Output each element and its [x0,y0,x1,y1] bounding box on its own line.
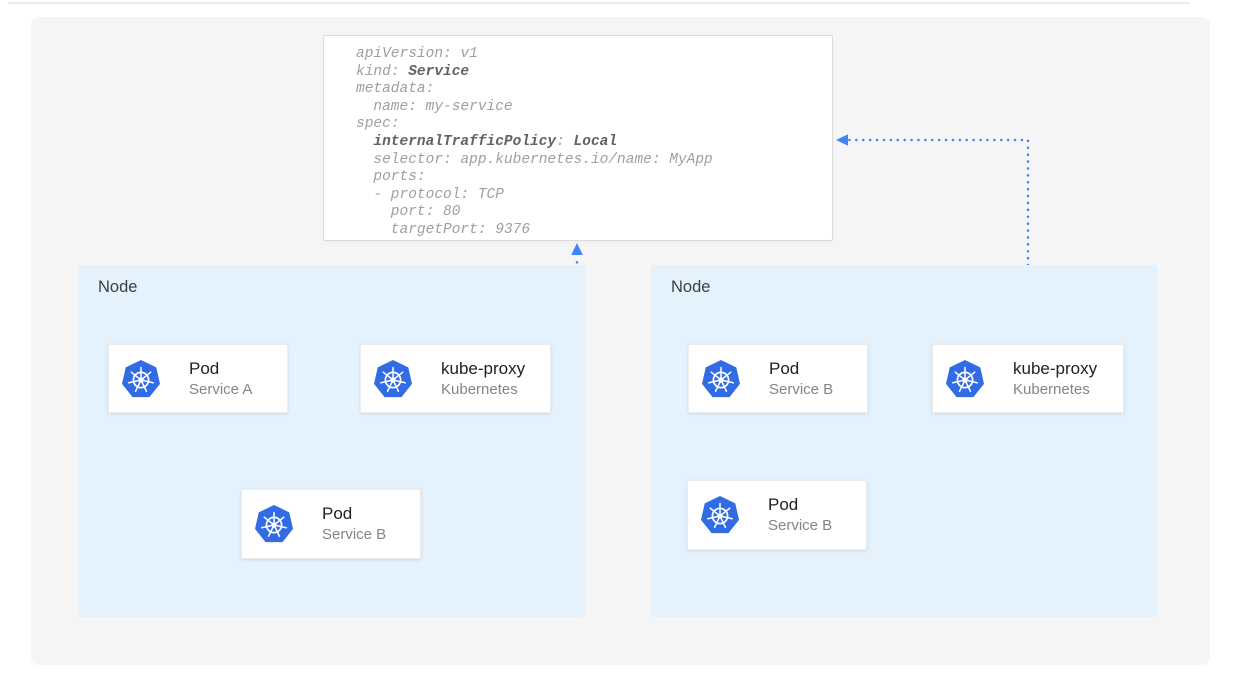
node-label: Node [98,278,138,296]
kubernetes-icon [700,495,740,535]
card-title: Pod [322,504,353,523]
card-subtitle: Service B [769,380,834,398]
kubernetes-icon [701,359,741,399]
card-pod-service-b-left: Pod Service B [241,489,421,559]
node-box-right: Node [651,265,1157,617]
kubernetes-icon [945,359,985,399]
card-title: Pod [189,358,220,378]
kubernetes-icon [121,359,161,399]
card-title: Pod [769,358,800,378]
card-title: Pod [768,495,799,514]
card-kube-proxy-right: kube-proxy Kubernetes [932,344,1124,413]
card-pod-service-b-right-bottom: Pod Service B [687,480,867,550]
node-label: Node [671,278,711,296]
card-subtitle: Kubernetes [1013,380,1090,398]
kubernetes-icon [373,359,413,399]
card-subtitle: Service B [322,526,387,543]
card-subtitle: Service A [189,380,253,398]
kubernetes-icon [254,504,294,544]
card-subtitle: Service B [768,517,833,534]
card-pod-service-a: Pod Service A [108,344,288,413]
card-kube-proxy-left: kube-proxy Kubernetes [360,344,551,413]
card-subtitle: Kubernetes [441,380,518,398]
card-title: kube-proxy [441,358,526,378]
card-pod-service-b-right-top: Pod Service B [688,344,868,413]
top-divider [8,2,1190,4]
node-box-left: Node [78,265,585,617]
card-title: kube-proxy [1013,358,1098,378]
